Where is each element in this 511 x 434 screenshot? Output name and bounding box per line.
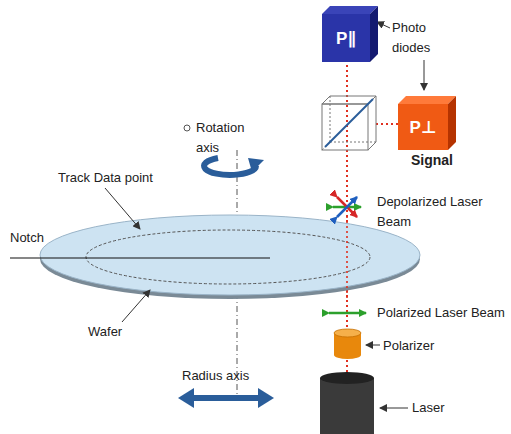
callout-label: Laser (412, 398, 472, 418)
signal-label: Signal (411, 150, 491, 170)
photodiode-perpendicular: P⊥ (398, 104, 448, 150)
node-label: P⊥ (410, 117, 437, 138)
leader-line (105, 188, 140, 229)
beam-splitter (322, 96, 376, 150)
leader-line (122, 290, 150, 322)
laser-beam (346, 60, 348, 376)
cube-top (398, 96, 456, 104)
rotation-arrow (204, 158, 256, 175)
wafer (40, 215, 420, 295)
cube-front (398, 104, 448, 150)
track-ellipse (86, 230, 370, 284)
callout-label: Depolarized Laser Beam (377, 192, 502, 232)
laser-beam (376, 123, 398, 125)
axis-dot (184, 125, 190, 131)
axis-label: Radius axis (182, 366, 272, 386)
polarized-symbol (329, 312, 366, 315)
cube-side (370, 6, 378, 62)
radius-arrowhead (258, 388, 274, 408)
leader-line (380, 408, 408, 409)
polarizer (334, 329, 361, 337)
notch-line (10, 257, 270, 258)
leader-line (366, 345, 380, 346)
callout-label: Track Data point (58, 168, 188, 188)
photodiode-parallel: P∥ (322, 14, 370, 62)
callout-label: Polarized Laser Beam (377, 303, 509, 323)
laser-body (320, 378, 374, 434)
cube-front (322, 14, 370, 62)
callout-label: Notch (10, 228, 70, 248)
callout-label: Photo diodes (392, 18, 452, 58)
laser-beam (346, 216, 348, 300)
axis-label: Rotation axis (196, 118, 258, 158)
depolarized-symbol (333, 197, 361, 217)
callout-label: Polarizer (383, 336, 463, 356)
polarizer (334, 351, 361, 359)
rotation-arrowhead (248, 158, 264, 172)
node-label: P∥ (336, 28, 356, 49)
cube-top (322, 6, 378, 14)
callout-label: Wafer (88, 322, 148, 342)
radius-arrowhead (178, 388, 194, 408)
leader-line (424, 60, 425, 90)
leader-line (377, 22, 390, 28)
cube-side (448, 96, 456, 150)
laser-top (320, 372, 374, 384)
radius-arrow (190, 395, 262, 401)
